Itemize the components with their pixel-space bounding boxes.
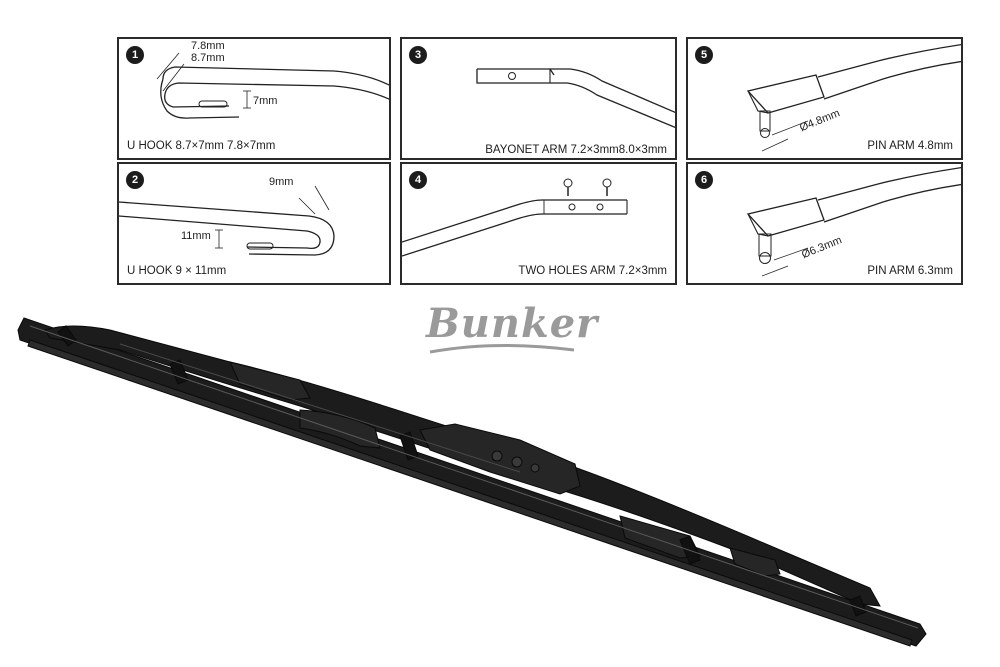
- u-hook-large-drawing: [119, 185, 335, 256]
- wiper-blade-image: [17, 317, 927, 647]
- dimension-label: 9mm: [269, 176, 294, 188]
- brand-logo: Bunker: [426, 300, 597, 360]
- panel-6-caption: PIN ARM 6.3mm: [867, 265, 953, 277]
- panel-5-pin-arm: 5 Ø4.8mm PIN ARM 4.8mm: [686, 37, 963, 160]
- step-4-badge: 4: [409, 171, 427, 189]
- step-3-badge: 3: [409, 46, 427, 64]
- step-2-badge: 2: [126, 171, 144, 189]
- dimension-label: 8.7mm: [191, 52, 225, 64]
- panel-5-caption: PIN ARM 4.8mm: [867, 140, 953, 152]
- step-1-badge: 1: [126, 46, 144, 64]
- dimension-label: 11mm: [181, 230, 211, 242]
- pin-arm-small-drawing: [746, 43, 961, 152]
- pin-arm-large-drawing: [746, 166, 961, 277]
- u-hook-small-drawing: [156, 52, 389, 119]
- panel-6-pin-arm: 6 Ø6.3mm PIN ARM 6.3mm: [686, 162, 963, 285]
- two-holes-arm-drawing: [402, 178, 628, 257]
- panel-4-caption: TWO HOLES ARM 7.2×3mm: [518, 265, 667, 277]
- panel-2-u-hook: 2 9mm 11mm U HOOK 9 × 11mm: [117, 162, 391, 285]
- panel-1-u-hook: 1 7.8mm 8.7mm 7mm U HOOK 8.7×7mm 7.8×7mm: [117, 37, 391, 160]
- panel-3-caption: BAYONET ARM 7.2×3mm8.0×3mm: [485, 144, 667, 156]
- dimension-label: 7.8mm: [191, 40, 225, 52]
- panel-3-bayonet-arm: 3 BAYONET ARM 7.2×3mm8.0×3mm: [400, 37, 677, 160]
- panel-4-two-holes-arm: 4 TWO HOLES ARM 7.2×3mm: [400, 162, 677, 285]
- bayonet-arm-drawing: [476, 68, 675, 129]
- brand-name: Bunker: [426, 300, 599, 347]
- brand-swoosh: [429, 343, 575, 354]
- panel-1-caption: U HOOK 8.7×7mm 7.8×7mm: [127, 140, 276, 152]
- panel-2-caption: U HOOK 9 × 11mm: [127, 265, 227, 277]
- dimension-label: 7mm: [253, 95, 278, 107]
- step-6-badge: 6: [695, 171, 713, 189]
- step-5-badge: 5: [695, 46, 713, 64]
